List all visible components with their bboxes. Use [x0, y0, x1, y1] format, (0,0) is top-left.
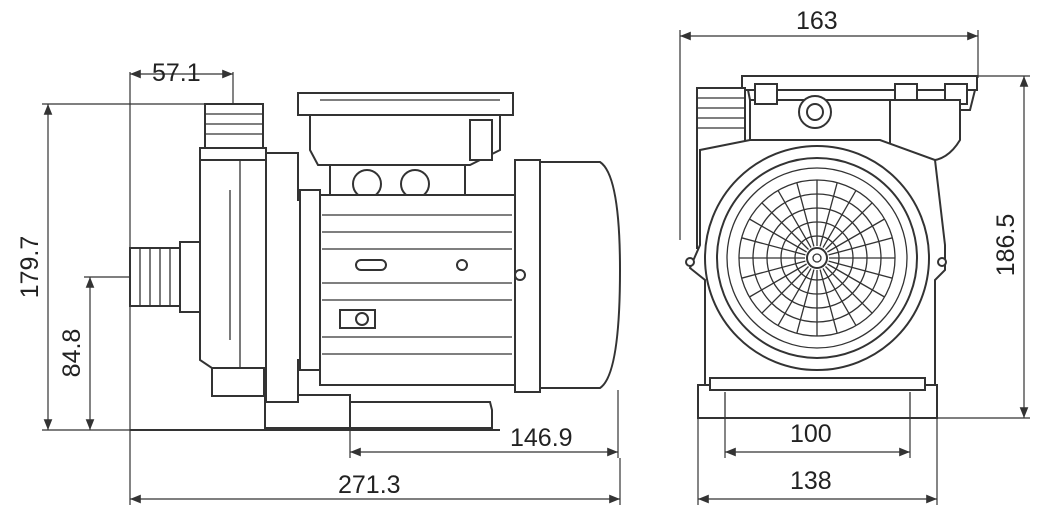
fan-grid-spoke [796, 269, 815, 334]
pump-base [130, 394, 500, 431]
dim-front-width: 163 [796, 7, 838, 35]
fan-grid-spoke [749, 263, 807, 298]
fan-grid-spoke [822, 190, 857, 248]
fan-grid-spoke [828, 260, 893, 279]
dim-foot-spacing: 100 [790, 420, 832, 448]
fan-grid-spoke [761, 202, 809, 250]
fan-grid-spoke [819, 269, 838, 334]
fan-grid-spoke [741, 260, 806, 279]
dim-inlet-offset: 57.1 [152, 59, 201, 87]
front-terminal-cover [741, 75, 978, 162]
fan-grid-spoke [827, 218, 885, 253]
pump-housing [199, 152, 321, 403]
dim-total-length: 271.3 [338, 471, 401, 499]
fan-grid-spoke [796, 182, 815, 247]
fan-grid-spoke [761, 266, 809, 314]
fan-grid-spoke [777, 190, 812, 248]
fan-grid-spoke [822, 268, 857, 326]
fan-grid-spoke [827, 263, 885, 298]
fan-grid-spoke [777, 268, 812, 326]
motor-body [319, 159, 622, 393]
dim-front-height: 186.5 [992, 214, 1020, 277]
front-view: 163 186.5 100 138 [679, 7, 1030, 505]
front-dimensions: 163 186.5 100 138 [679, 7, 1030, 505]
fan-grid-spoke [825, 266, 873, 314]
fan-grid-spoke [828, 237, 893, 256]
dim-base-length: 146.9 [510, 424, 573, 452]
dim-inlet-height: 84.8 [58, 329, 86, 378]
fan-grid-spoke [749, 218, 807, 253]
fan-grid-spoke [819, 182, 838, 247]
side-view: 57.1 179.7 84.8 146.9 271.3 [16, 59, 622, 505]
side-dimensions: 57.1 179.7 84.8 146.9 271.3 [16, 59, 621, 505]
fan-grid-spoke [741, 237, 806, 256]
outlet-nozzle [199, 103, 267, 163]
inlet-nozzle [129, 241, 209, 313]
dim-base-width: 138 [790, 467, 832, 495]
front-base [697, 377, 938, 419]
dim-total-height: 179.7 [16, 236, 44, 299]
fan-cover-grid [738, 179, 896, 337]
fan-grid-spoke [825, 202, 873, 250]
